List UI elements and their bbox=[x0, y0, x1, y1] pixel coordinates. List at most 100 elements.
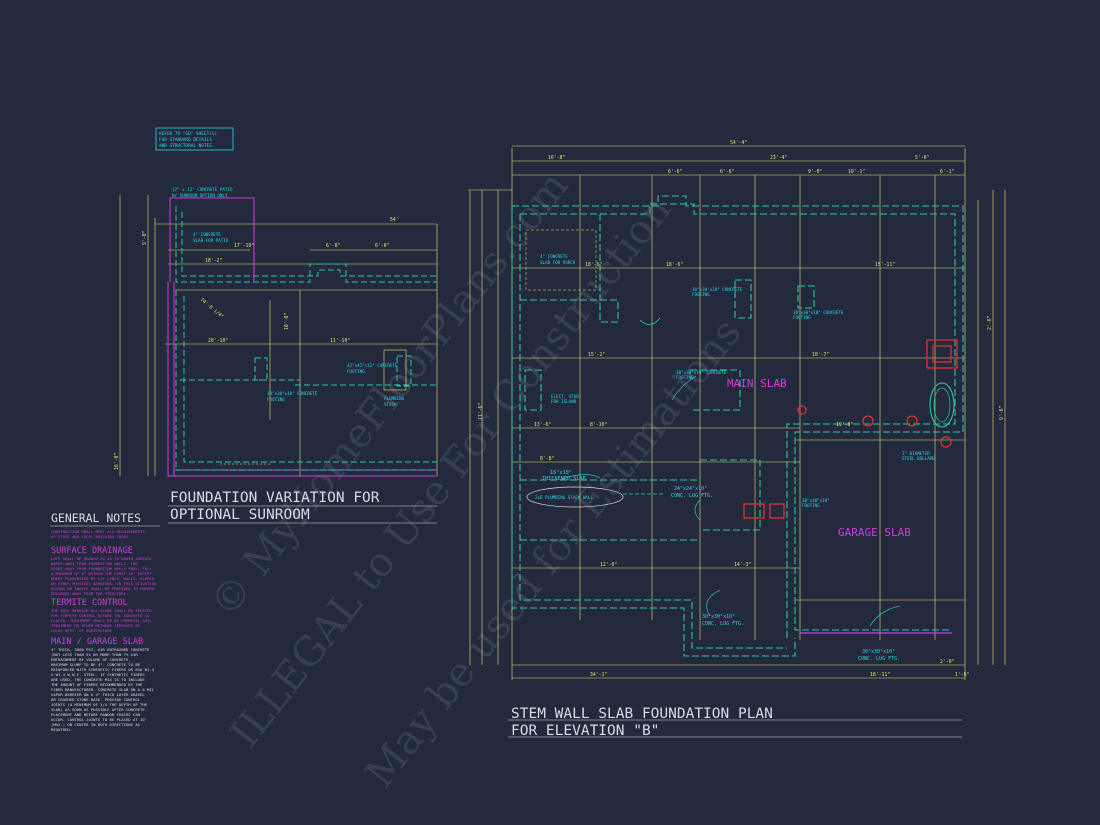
footing-b-line-1: 30"x30"x10" CONCRETE bbox=[692, 287, 743, 292]
conc-lug-2-line-1: 30"x30"x10" bbox=[702, 614, 735, 620]
sunroom-dim-4: 18'-2" bbox=[205, 258, 222, 264]
reference-note-box bbox=[155, 127, 234, 151]
slab-text-17: REQUIRED. bbox=[51, 727, 72, 732]
bollard-line-1: 3" DIAMETER bbox=[902, 451, 930, 456]
termite-text-5: LOCAL DEPT. OF AGRICULTURE bbox=[51, 628, 113, 633]
sunroom-footing-2-line-1: 30"x30"x10" CONCRETE bbox=[267, 391, 318, 396]
dimension-lines bbox=[468, 145, 1006, 680]
dim-top-7: 6'-1" bbox=[940, 169, 955, 175]
footing-c-line-1: 30"x30"x10" CONCRETE bbox=[793, 310, 844, 315]
sunroom-dim-7: 20'-10" bbox=[208, 338, 228, 344]
general-notes: GENERAL NOTES CONSTRUCTION SHALL MEET AL… bbox=[50, 511, 160, 732]
elect-stub-line-2: FOR ISLAND bbox=[551, 399, 577, 404]
footing-d-line-2: FOOTING bbox=[802, 503, 820, 508]
conc-lug-1-line-1: 24"x24"x10" bbox=[674, 486, 707, 492]
dim-bottom-1: 18'-11" bbox=[870, 672, 890, 678]
porch-label-line-1: 4" CONCRETE bbox=[540, 254, 568, 259]
slab-text-1: 4" THICK, 3000 PSI, AIR ENTRAINED CONCRE… bbox=[51, 647, 150, 652]
conc-lug-2-line-2: CONC. LUG FTG. bbox=[702, 621, 744, 627]
dim-inner-13: 2'-6" bbox=[987, 315, 993, 330]
termite-text-1: THE SOIL BENEATH ALL SLABS SHALL BE TREA… bbox=[51, 608, 152, 613]
dimension-text: 54'-4" 16'-8" 6'-6" 6'-6" 23'-4" 10'-1" … bbox=[478, 140, 1005, 678]
dim-bottom-0: 34'-1" bbox=[590, 672, 607, 678]
slab-text-11: OR CRUSHED STONE BASE. PROVIDE CONTROL bbox=[51, 697, 141, 702]
reference-note: REFER TO "SD" SHEET(S) FOR STANDARD DETA… bbox=[155, 127, 234, 151]
tub-icon bbox=[929, 382, 955, 428]
dim-inner-5: 13'-6" bbox=[534, 422, 551, 428]
slab-text-10: VAPOR BARRIER ON A 4" THICK LAYER GRAVEL bbox=[51, 692, 145, 697]
drainage-heading: SURFACE DRAINAGE bbox=[51, 546, 133, 556]
sunroom-plan: 12" x 12" CONCRETE PATIO W/ SUNROOM OPTI… bbox=[114, 187, 438, 524]
main-title-line-2: FOR ELEVATION "B" bbox=[511, 723, 659, 739]
patio-note-line-1: 12" x 12" CONCRETE PATIO bbox=[172, 187, 233, 192]
drainage-text-1: LOTS SHALL BE GRADED SO AS TO DRAIN SURF… bbox=[51, 556, 152, 561]
sunroom-dim-9: 9'-0" bbox=[142, 230, 148, 245]
dim-inner-4: 15'-2" bbox=[588, 352, 605, 358]
sunroom-plumbing-line-2: STACK bbox=[384, 402, 397, 407]
dim-inner-9: 14'-3" bbox=[734, 562, 751, 568]
conc-lug-3-line-1: 30"x30"x10" bbox=[862, 649, 895, 655]
dim-inner-10: 12'-6" bbox=[600, 562, 617, 568]
main-plan-title: STEM WALL SLAB FOUNDATION PLAN FOR ELEVA… bbox=[511, 706, 773, 739]
sunroom-dim-6: 74'-8 1/4" bbox=[199, 297, 225, 320]
porch-slab bbox=[525, 229, 597, 291]
slab-text-5: REINFORCED WITH SYNTHETIC FIBERS OR 6X6 … bbox=[51, 667, 155, 672]
sunroom-dim-11: 10'-0" bbox=[284, 313, 290, 330]
slab-text-block: 4" THICK, 3000 PSI, AIR ENTRAINED CONCRE… bbox=[51, 647, 155, 732]
general-text-1: CONSTRUCTION SHALL MEET ALL REQUIREMENTS bbox=[51, 529, 145, 534]
thickened-slab-line-2: THICKENED SLAB bbox=[542, 476, 586, 482]
drainage-text-2: WATER AWAY FROM FOUNDATION WALLS. THE bbox=[51, 561, 138, 566]
dim-top-6: 9'-0" bbox=[808, 169, 823, 175]
sunroom-footing-2-line-2: FOOTING bbox=[267, 397, 285, 402]
slab-text-2: (NOT LESS THAN 5% OR MORE THAN 7% AIR bbox=[51, 652, 138, 657]
slab-text-7: ARE USED, THE CONCRETE MIX IS TO INCLUDE bbox=[51, 677, 145, 682]
footing-a-line-1: 30"x30"x10" CONCRETE bbox=[676, 370, 727, 375]
plumbing-fixtures bbox=[743, 339, 958, 519]
slab-text-3: ENTRAINMENT BY VOLUME OF CONCRETE, bbox=[51, 657, 131, 662]
dim-inner-0: 18'-6" bbox=[585, 262, 602, 268]
slab-text-12: JOINTS (A MINIMUM OF 1/4 THE DEPTH OF TH… bbox=[51, 702, 148, 707]
conc-lug-1-line-2: CONC. LUG FTG. bbox=[671, 493, 713, 499]
patio-note-line-2: W/ SUNROOM OPTION ONLY bbox=[172, 193, 228, 198]
dim-inner-6: 8'-10" bbox=[590, 422, 607, 428]
termite-text-2: FOR TERMITE CONTROL BEFORE THE CONCRETE … bbox=[51, 613, 150, 618]
dim-inner-2: 15'-11" bbox=[875, 262, 895, 268]
drainage-text-4: A MINIMUM OF 6" WITHIN THE FIRST 10' EXC… bbox=[51, 571, 152, 576]
slab-text-15: OCCUR. CONTROL JOINTS TO BE PLACED AT 10… bbox=[51, 717, 147, 722]
dim-inner-11: 11'-6" bbox=[478, 403, 484, 420]
elect-stub-line-1: ELECT. STUB bbox=[551, 394, 579, 399]
drainage-text-8: DRAINAGE AWAY FROM THE STRUCTURE. bbox=[51, 591, 128, 596]
dim-inner-1: 18'-6" bbox=[666, 262, 683, 268]
conc-lug-3-line-2: CONC. LUG FTG. bbox=[858, 656, 900, 662]
dim-inner-3: 10'-7" bbox=[812, 352, 829, 358]
reference-note-line-3: AND STRUCTURAL NOTES. bbox=[159, 143, 215, 149]
dim-top-4: 23'-4" bbox=[770, 155, 787, 161]
sunroom-title-line-1: FOUNDATION VARIATION FOR bbox=[170, 490, 380, 506]
patio-label-line-1: 4" CONCRETE bbox=[193, 232, 221, 237]
drain-icon bbox=[862, 415, 874, 427]
reference-note-line-1: REFER TO "SD" SHEET(S) bbox=[159, 131, 217, 137]
plumbing-wall-label: 2x6 PLUMBING STACK WALL bbox=[535, 495, 593, 500]
bollard-line-2: STEEL BOLLARD bbox=[902, 456, 935, 461]
slab-text-4: MAXIMUM SLUMP TO BE 4". CONCRETE TO BE bbox=[51, 662, 141, 667]
termite-heading: TERMITE CONTROL bbox=[51, 598, 128, 608]
slab-text-13: SLAB) AS SOON AS POSSIBLE AFTER CONCRETE bbox=[51, 707, 145, 712]
main-slab-label: MAIN SLAB bbox=[727, 377, 787, 390]
drainage-text-6: OR OTHER PHYSICAL BARRIERS. IN THIS SITU… bbox=[51, 581, 157, 586]
footing-b-line-2: FOOTING bbox=[692, 292, 710, 297]
dim-top-5: 10'-1" bbox=[848, 169, 865, 175]
patio-label-line-2: SLAB FOR PATIO bbox=[193, 238, 229, 243]
footing-d-line-1: 30"x30"x10" bbox=[802, 498, 830, 503]
slab-heading: MAIN / GARAGE SLAB bbox=[51, 637, 143, 647]
dim-top-2: 6'-6" bbox=[668, 169, 683, 175]
dim-top-3: 6'-6" bbox=[720, 169, 735, 175]
dim-bottom-2: 2'-0" bbox=[940, 659, 955, 665]
watermark: © MyHomeFloorPlans.com ILLEGAL to Use Fo… bbox=[202, 163, 751, 796]
drainage-text-3: GRADE AWAY FROM FOUNDATION WALLS SHALL F… bbox=[51, 566, 152, 571]
footing-a-line-2: FOOTING bbox=[676, 375, 694, 380]
drainage-text-5: WHERE PROHIBITED BY LOT LINES, WALLS, SL… bbox=[51, 576, 155, 581]
sunroom-dim-3: 6'-6" bbox=[375, 243, 390, 249]
plumbing-wall-bubble bbox=[526, 486, 624, 508]
